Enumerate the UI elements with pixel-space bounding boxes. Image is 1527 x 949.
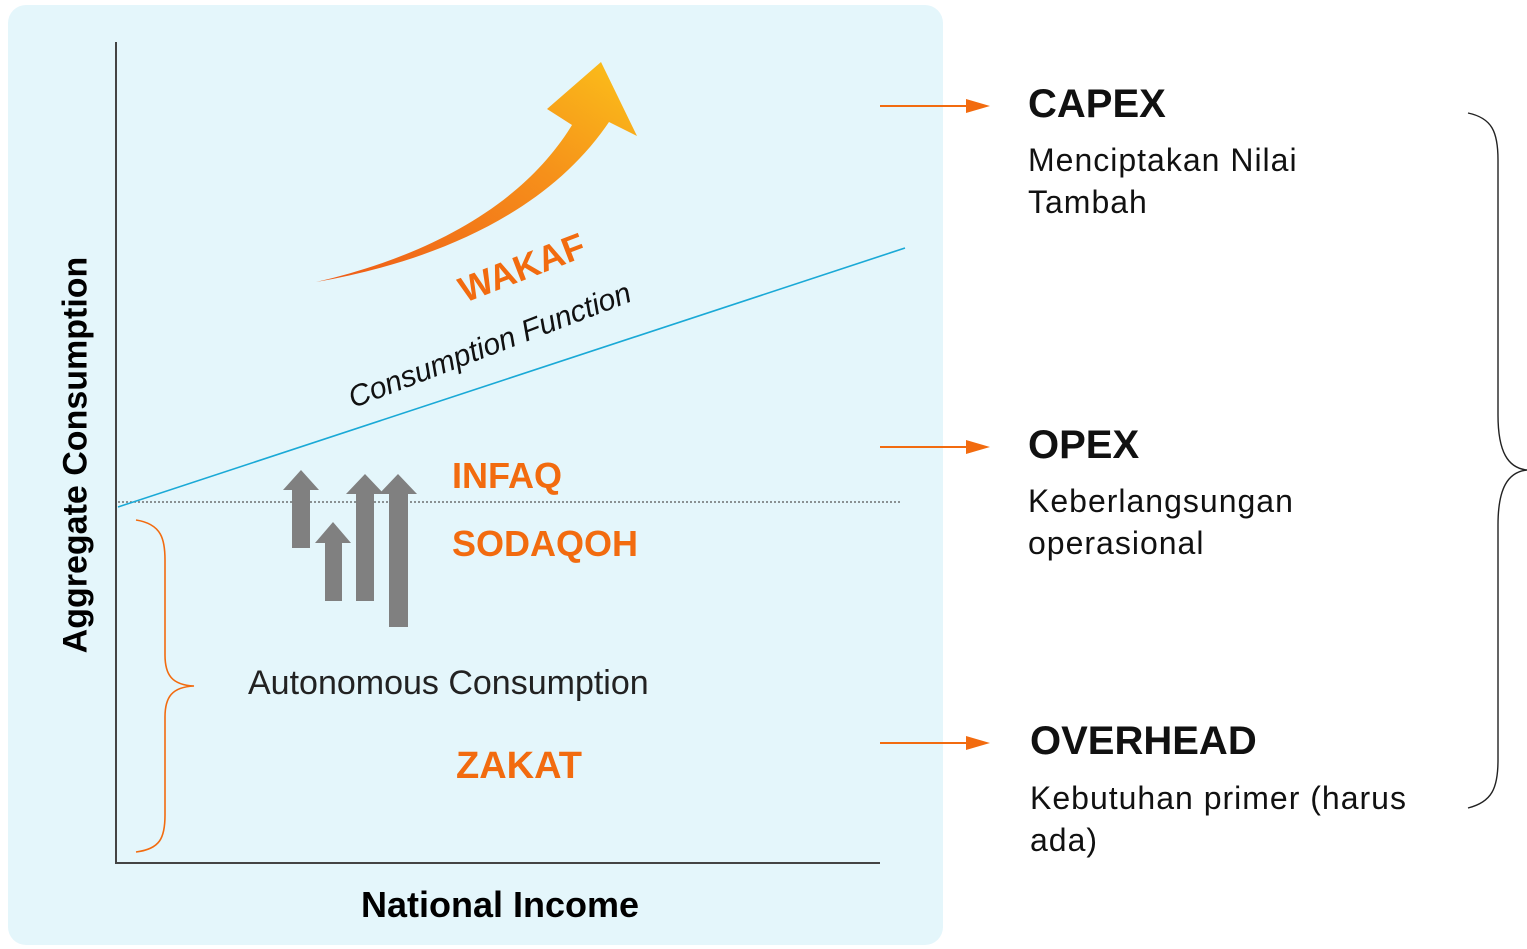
up-arrow-icon	[283, 470, 319, 548]
capex-title: CAPEX	[1028, 82, 1166, 126]
opex-pointer-arrow	[880, 440, 990, 454]
consumption-function-line	[117, 247, 906, 508]
capex-description: Menciptakan Nilai Tambah	[1028, 142, 1298, 220]
up-arrow-icon	[379, 474, 417, 627]
infaq-label: INFAQ	[452, 455, 563, 496]
y-axis-label: Aggregate Consumption	[56, 256, 95, 654]
categories-brace	[1467, 112, 1527, 809]
x-axis-label: National Income	[360, 884, 640, 925]
autonomous-consumption-label: Autonomous Consumption	[248, 664, 649, 702]
growth-arrow-icon	[316, 62, 637, 282]
overhead-description: Kebutuhan primer (harus ada)	[1030, 780, 1407, 858]
opex-title: OPEX	[1028, 423, 1140, 467]
diagram-panel	[8, 5, 943, 945]
overhead-title: OVERHEAD	[1030, 719, 1257, 763]
up-arrow-icon	[315, 522, 351, 601]
overhead-pointer-arrow	[880, 736, 990, 750]
autonomous-brace	[135, 519, 195, 853]
opex-description: Keberlangsungan operasional	[1028, 483, 1294, 561]
zakat-label: ZAKAT	[456, 745, 582, 787]
up-arrow-icon	[346, 474, 384, 601]
capex-pointer-arrow	[880, 99, 990, 113]
sodaqoh-label: SODAQOH	[452, 523, 639, 564]
